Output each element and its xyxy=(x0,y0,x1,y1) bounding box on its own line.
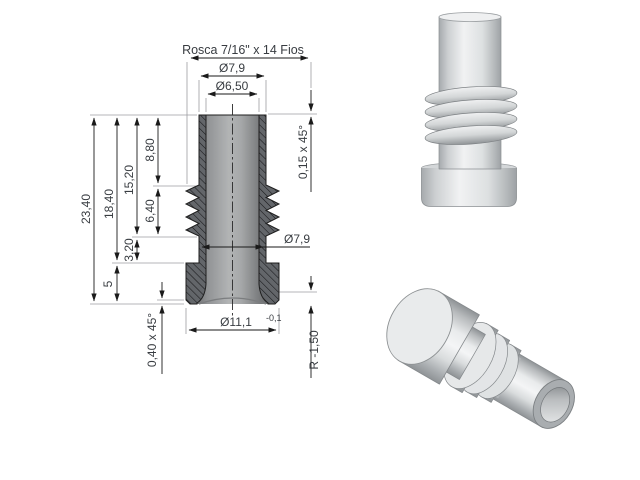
section-walls xyxy=(184,114,281,305)
len-to-flange-label: 18,40 xyxy=(102,189,116,219)
thread-ridges xyxy=(424,86,518,145)
chamfer-top-label: 0,15 x 45° xyxy=(296,125,310,179)
fillet-bottom-label: R -1,50 xyxy=(307,330,321,370)
len-total-label: 23,40 xyxy=(79,194,93,224)
dia-outer-top-label: Ø7,9 xyxy=(219,61,245,75)
right-wall xyxy=(258,114,281,305)
dia-bore-label: Ø6,50 xyxy=(216,79,249,93)
base-body xyxy=(421,168,517,207)
dimension-lines xyxy=(91,55,314,378)
flange-face xyxy=(386,288,453,365)
extension-lines xyxy=(90,62,317,334)
len-thread-label: 6,40 xyxy=(143,199,157,223)
thread-note-label: Rosca 7/16" x 14 Fios xyxy=(182,43,304,57)
len-15-20-label: 15,20 xyxy=(122,165,136,195)
len-neck-label: 3,20 xyxy=(122,238,136,262)
iso-view-front xyxy=(421,12,518,207)
dia-neck-label: Ø7,9 xyxy=(284,232,310,246)
iso-view-bottom xyxy=(386,288,575,429)
dimension-labels: Rosca 7/16" x 14 Fios Ø7,9 Ø6,50 23,40 1… xyxy=(79,43,321,370)
len-flange-label: 5 xyxy=(101,280,115,287)
left-wall xyxy=(184,114,207,305)
dia-flange-label: Ø11,1 xyxy=(220,315,252,329)
section-view: Rosca 7/16" x 14 Fios Ø7,9 Ø6,50 23,40 1… xyxy=(79,43,321,378)
len-top-section-label: 8,80 xyxy=(143,138,157,162)
tube-bore xyxy=(540,387,571,423)
bore-bottom-curve xyxy=(198,297,267,305)
upper-cylinder xyxy=(438,16,502,92)
tol-flange-label: -0,1 xyxy=(266,313,282,323)
chamfer-bottom-label: 0,40 x 45° xyxy=(145,313,159,367)
top-face xyxy=(438,12,502,22)
